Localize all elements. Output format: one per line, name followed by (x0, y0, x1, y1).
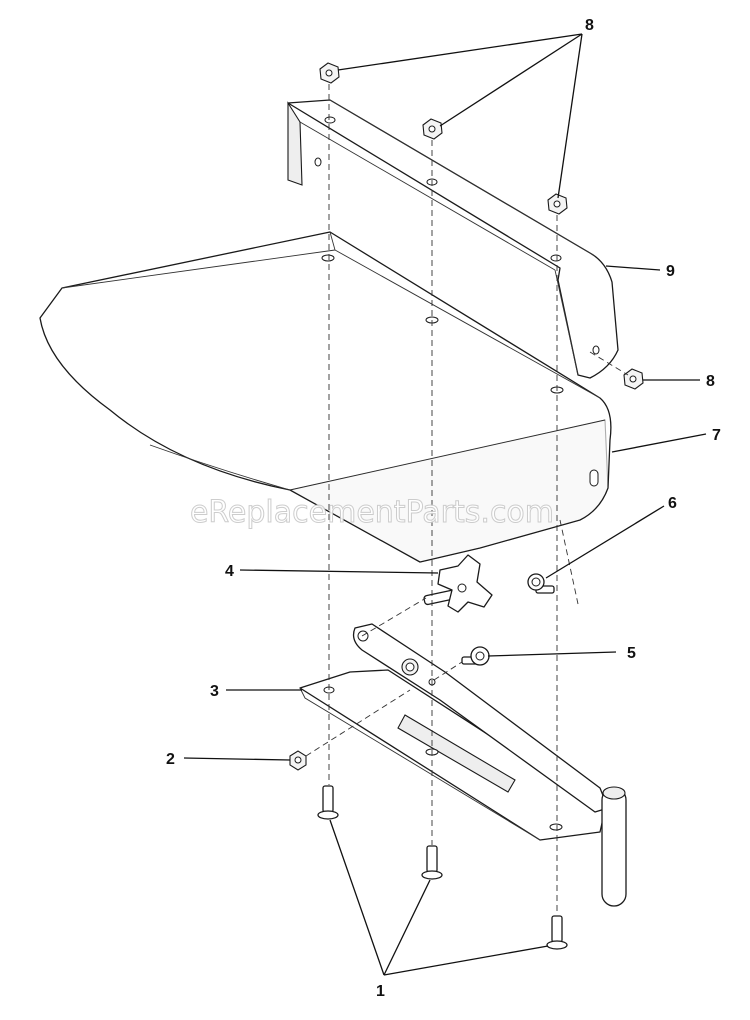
callout-1: 1 (376, 983, 385, 1000)
callout-5: 5 (627, 645, 636, 662)
part-6-spacer (527, 573, 555, 594)
part-4-knob (423, 554, 493, 613)
callout-labels: 8 9 8 7 6 4 5 3 2 1 (166, 17, 721, 1000)
assembly-axes (305, 84, 629, 915)
callout-9: 9 (666, 263, 675, 280)
part-9-bracket (287, 99, 619, 379)
callout-8-side: 8 (706, 373, 715, 390)
callout-2: 2 (166, 751, 175, 768)
callout-4: 4 (225, 563, 234, 580)
part-7-deflector-plate (39, 231, 612, 563)
part-3-lower-bracket (299, 623, 627, 907)
watermark-text: eReplacementParts.com (190, 495, 554, 530)
part-8-nuts (319, 62, 644, 390)
leader-lines (183, 33, 707, 976)
callout-6: 6 (668, 495, 677, 512)
part-2-nut (289, 750, 307, 771)
callout-8-top: 8 (585, 17, 594, 34)
callout-3: 3 (210, 683, 219, 700)
part-1-bolts (317, 785, 568, 950)
part-5-shoulder-bolt (461, 646, 490, 666)
callout-7: 7 (712, 427, 721, 444)
